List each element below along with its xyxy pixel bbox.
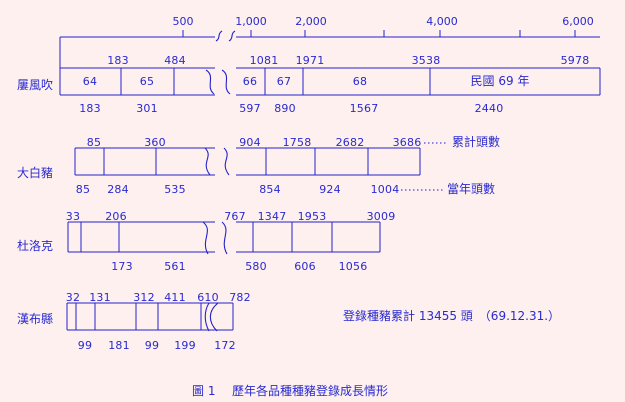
cumulative-label: 183 (107, 54, 129, 67)
cumulative-label: 1758 (282, 136, 312, 149)
annual-label: 561 (164, 260, 186, 273)
annual-label: 99 (144, 339, 160, 352)
bar-row-1 (59, 46, 601, 96)
annual-label: 1004 (370, 183, 400, 196)
cumulative-label: 3538 (411, 54, 441, 67)
cumulative-label: 2682 (335, 136, 365, 149)
annual-label: 606 (294, 260, 316, 273)
axis-tick-label: 500 (172, 15, 194, 28)
bar-row-4-break (204, 302, 219, 332)
axis-tick-label: 1,000 (235, 15, 267, 28)
segment-year-label-last: 民國 69 年 (470, 74, 530, 88)
figure-caption-number: 圖 1 (192, 384, 216, 398)
cumulative-label: 1347 (257, 210, 287, 223)
cumulative-label: 5978 (560, 54, 590, 67)
annual-label: 1567 (349, 102, 379, 115)
annual-label: 99 (77, 339, 93, 352)
cumulative-label: 1953 (297, 210, 327, 223)
cumulative-label: 32 (65, 291, 81, 304)
bar-row-1-break (205, 69, 231, 95)
segment-year-label: 64 (82, 75, 98, 88)
cumulative-label: 206 (105, 210, 127, 223)
bar-row-3-break (202, 221, 228, 255)
annual-label: 172 (214, 339, 236, 352)
annual-label: 301 (136, 102, 158, 115)
annual-label: 580 (245, 260, 267, 273)
segment-year-label: 66 (242, 75, 258, 88)
axis-tick-label: 6,000 (562, 15, 594, 28)
annual-label: 2440 (474, 102, 504, 115)
row-label-breed-2: 大白豬 (17, 166, 54, 180)
cumulative-label: 904 (239, 136, 261, 149)
cumulative-label: 360 (144, 136, 166, 149)
cumulative-label: 131 (89, 291, 111, 304)
axis-tick-label: 2,000 (295, 15, 327, 28)
row-label-breed-1: 屢風吹 (17, 78, 54, 92)
cumulative-label: 767 (224, 210, 246, 223)
axis-break (215, 30, 236, 42)
annual-label: 1056 (338, 260, 368, 273)
cumulative-label: 3686 (392, 136, 422, 149)
annual-label: 199 (174, 339, 196, 352)
cumulative-label: 782 (229, 291, 251, 304)
legend-cumulative: 累計頭數 (452, 135, 501, 149)
annual-label: 535 (164, 183, 186, 196)
registration-total-note: 登錄種豬累計 13455 頭 （69.12.31.） (343, 309, 561, 323)
segment-year-label: 65 (139, 75, 155, 88)
cumulative-label: 3009 (366, 210, 396, 223)
cumulative-label: 85 (86, 136, 102, 149)
cumulative-label: 411 (164, 291, 186, 304)
legend-annual: 當年頭數 (447, 182, 496, 196)
figure-caption-text: 歷年各品種種豬登錄成長情形 (232, 384, 389, 398)
annual-label: 284 (107, 183, 129, 196)
cumulative-label: 484 (164, 54, 186, 67)
annual-label: 183 (79, 102, 101, 115)
bar-row-4 (66, 302, 234, 331)
bar-row-2 (74, 147, 421, 176)
annual-label: 85 (75, 183, 91, 196)
segment-year-label: 68 (352, 75, 368, 88)
annual-label: 173 (111, 260, 133, 273)
leader-lines (401, 142, 448, 191)
row-label-breed-4: 漢布縣 (17, 312, 54, 326)
cumulative-label: 610 (197, 291, 219, 304)
cumulative-label: 312 (133, 291, 155, 304)
bar-row-3 (67, 221, 381, 253)
annual-label: 181 (108, 339, 130, 352)
axis-tick-label: 4,000 (426, 15, 458, 28)
axis-left (59, 36, 215, 46)
cumulative-label: 1081 (249, 54, 279, 67)
cumulative-label: 1971 (295, 54, 325, 67)
bar-row-2-break (204, 147, 230, 176)
row-label-breed-3: 杜洛克 (17, 239, 54, 253)
annual-label: 597 (239, 102, 261, 115)
annual-label: 924 (319, 183, 341, 196)
segment-year-label: 67 (276, 75, 292, 88)
annual-label: 890 (274, 102, 296, 115)
annual-label: 854 (259, 183, 281, 196)
cumulative-label: 33 (65, 210, 81, 223)
